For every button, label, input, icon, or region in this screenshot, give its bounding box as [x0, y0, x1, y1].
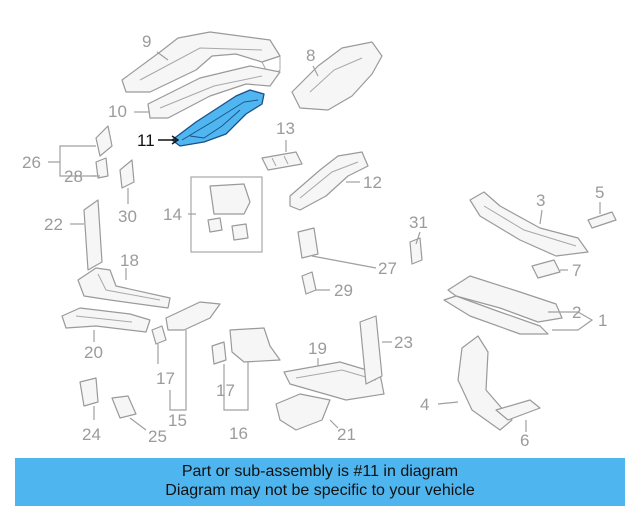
leader-11-highlighted: [158, 135, 180, 145]
part-22-pillar[interactable]: [83, 199, 103, 271]
part-26-bracket[interactable]: [95, 125, 113, 179]
callout-6: 6: [520, 431, 529, 450]
callout-16: 16: [229, 424, 248, 443]
callout-8: 8: [306, 46, 315, 65]
part-27-bracket[interactable]: [297, 227, 319, 295]
info-banner: Part or sub-assembly is #11 in diagram D…: [15, 458, 625, 506]
callout-9: 9: [142, 32, 151, 51]
part-12-duct[interactable]: [289, 151, 369, 211]
callout-7: 7: [572, 261, 581, 280]
part-25-connector[interactable]: [111, 395, 137, 419]
callout-29: 29: [334, 281, 353, 300]
callout-26: 26: [22, 153, 41, 172]
part-2-duct[interactable]: [443, 275, 563, 335]
callout-20: 20: [84, 343, 103, 362]
callout-17-left: 17: [156, 369, 175, 388]
part-24-bracket[interactable]: [79, 377, 99, 407]
leader-lines: [48, 51, 601, 432]
part-6-duct[interactable]: [495, 399, 541, 421]
callout-15: 15: [168, 411, 187, 430]
callout-27: 27: [378, 259, 397, 278]
callout-numbers: 9 8 10 11 13 12 26 28 14 30 22 18 20 17 …: [22, 32, 607, 450]
callout-25: 25: [148, 427, 167, 446]
part-7-connector[interactable]: [531, 259, 561, 279]
callout-4: 4: [420, 395, 429, 414]
callout-11: 11: [137, 131, 155, 150]
callout-1: 1: [598, 311, 607, 330]
part-3-duct[interactable]: [469, 191, 589, 257]
callout-13: 13: [276, 119, 295, 138]
part-5-clip[interactable]: [587, 211, 617, 229]
callout-14: 14: [163, 205, 182, 224]
callout-10: 10: [108, 102, 127, 121]
callout-17-right: 17: [216, 381, 235, 400]
banner-line-1: Part or sub-assembly is #11 in diagram: [181, 463, 459, 480]
callout-18: 18: [120, 251, 139, 270]
part-15-duct[interactable]: [151, 301, 221, 345]
callout-24: 24: [82, 425, 101, 444]
callout-3: 3: [536, 191, 545, 210]
part-8-bracket[interactable]: [291, 41, 383, 111]
part-16-housing[interactable]: [211, 327, 281, 365]
callout-2: 2: [572, 303, 581, 322]
part-10-duct[interactable]: [147, 65, 281, 119]
callout-19: 19: [308, 339, 327, 358]
callout-22: 22: [44, 215, 63, 234]
part-14-assembly[interactable]: [190, 176, 263, 253]
part-18-duct[interactable]: [77, 267, 171, 309]
callout-23: 23: [394, 333, 413, 352]
callout-31: 31: [409, 213, 428, 232]
part-20-duct[interactable]: [61, 307, 151, 333]
callout-28: 28: [64, 167, 83, 186]
banner-line-2: Diagram may not be specific to your vehi…: [165, 482, 475, 499]
part-13-grille[interactable]: [261, 151, 303, 171]
callout-30: 30: [118, 207, 137, 226]
part-11-duct-highlighted[interactable]: [171, 89, 265, 147]
part-31-clip[interactable]: [409, 237, 423, 265]
callout-5: 5: [595, 183, 604, 202]
part-30-clip[interactable]: [119, 159, 135, 189]
callout-21: 21: [337, 425, 356, 444]
part-23-pillar[interactable]: [359, 315, 383, 385]
part-4-duct[interactable]: [457, 335, 513, 431]
part-21-duct[interactable]: [275, 393, 331, 431]
callout-12: 12: [363, 173, 382, 192]
part-19-duct[interactable]: [283, 361, 385, 401]
